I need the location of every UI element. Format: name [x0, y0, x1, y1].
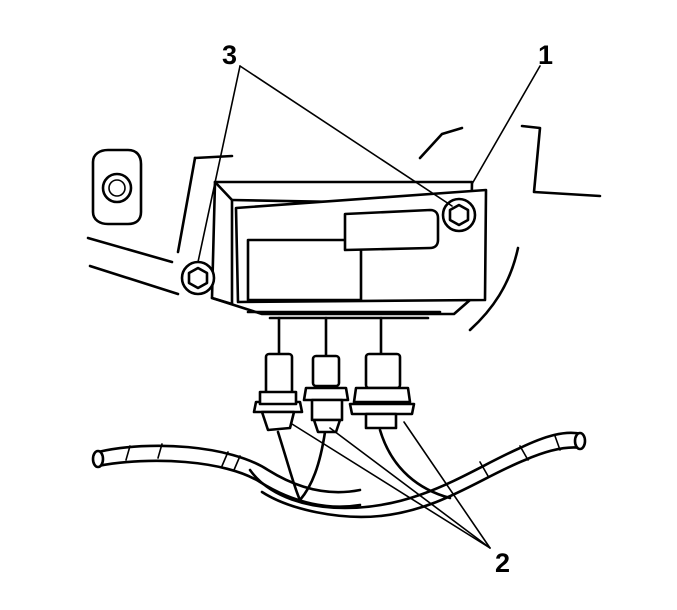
connector-right: [348, 352, 416, 430]
leader-1: [471, 65, 541, 185]
leader-2-a: [291, 423, 491, 549]
vehicle-panel: [86, 124, 602, 332]
mounting-bolt-left: [180, 260, 216, 296]
leader-lines: [197, 65, 541, 549]
leader-3-right: [239, 65, 453, 207]
callout-3: 3: [222, 40, 237, 70]
label-plate-large: [246, 238, 363, 302]
label-plate-small: [343, 208, 440, 252]
callout-2: 2: [495, 548, 510, 578]
connector-leads: [277, 316, 383, 358]
leader-2-b: [329, 427, 491, 549]
callout-1: 1: [538, 40, 553, 70]
connector-middle: [302, 354, 350, 434]
leader-3-left: [197, 65, 241, 263]
wire-harness: [91, 428, 587, 519]
leader-2-c: [403, 421, 491, 549]
control-module: [180, 180, 488, 320]
connector-left: [252, 352, 304, 432]
mounting-bolt-right: [441, 197, 477, 233]
grommet-plate: [91, 148, 143, 226]
